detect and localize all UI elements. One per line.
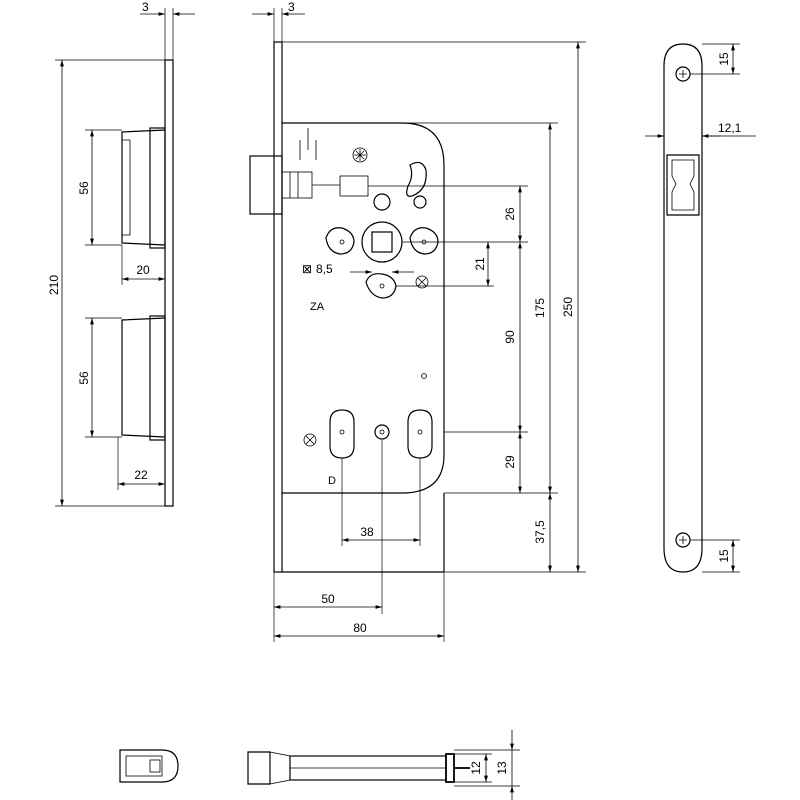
strike-lower-recess [121, 317, 166, 438]
strike-lower-depth-label: 22 [134, 468, 148, 482]
strike-upper-recess [121, 129, 166, 246]
dim-29-label: 29 [503, 455, 517, 469]
lock-faceplate-thickness-label: 3 [288, 0, 295, 14]
spindle-symbol: ⊠ [302, 262, 312, 276]
dim-8-5-label: 8,5 [316, 262, 333, 276]
faceplate-width-label: 12,1 [718, 121, 742, 135]
strike-height-label: 210 [47, 275, 61, 295]
dim-38-label: 38 [360, 525, 374, 539]
logo-mark: ZA [310, 301, 325, 313]
dim-26-label: 26 [503, 207, 517, 221]
faceplate-bottom-offset-label: 15 [717, 549, 731, 563]
strike-plate-view: 3 210 56 20 56 22 [47, 0, 195, 507]
dim-50-label: 50 [321, 592, 335, 606]
dim-80-label: 80 [353, 621, 367, 635]
spindle-square [371, 231, 393, 253]
strike-thickness-label: 3 [142, 0, 149, 14]
lock-case [282, 122, 445, 494]
strike-upper-depth-label: 20 [136, 263, 150, 277]
faceplate-top-offset-label: 15 [717, 52, 731, 66]
dim-175-label: 175 [533, 298, 547, 318]
faceplate-view: 15 12,1 15 [645, 43, 756, 573]
strike-lower-height-label: 56 [77, 371, 91, 385]
lock-faceplate [273, 41, 283, 573]
lower-cylinder-holes [303, 409, 433, 459]
latch-outer-label: 13 [495, 761, 509, 775]
latch-side-detail: 12 13 [247, 730, 520, 800]
dim-90-label: 90 [503, 330, 517, 344]
faceplate-latch-opening [666, 154, 700, 216]
latch-inner-label: 12 [469, 761, 483, 775]
hand-mark: D [328, 475, 336, 487]
faceplate-outline [663, 43, 703, 573]
spindle-area [325, 147, 439, 379]
latch-bolt [249, 128, 369, 215]
strike-plate-outline [164, 59, 174, 507]
latch-front-detail [119, 749, 179, 783]
lock-body-view: D ZA 3 26 21 ⊠ 8,5 90 29 175 [249, 0, 586, 642]
strike-upper-height-label: 56 [77, 181, 91, 195]
dim-37-5-label: 37,5 [533, 520, 547, 544]
dim-21-label: 21 [473, 257, 487, 271]
dim-250-label: 250 [561, 297, 575, 317]
